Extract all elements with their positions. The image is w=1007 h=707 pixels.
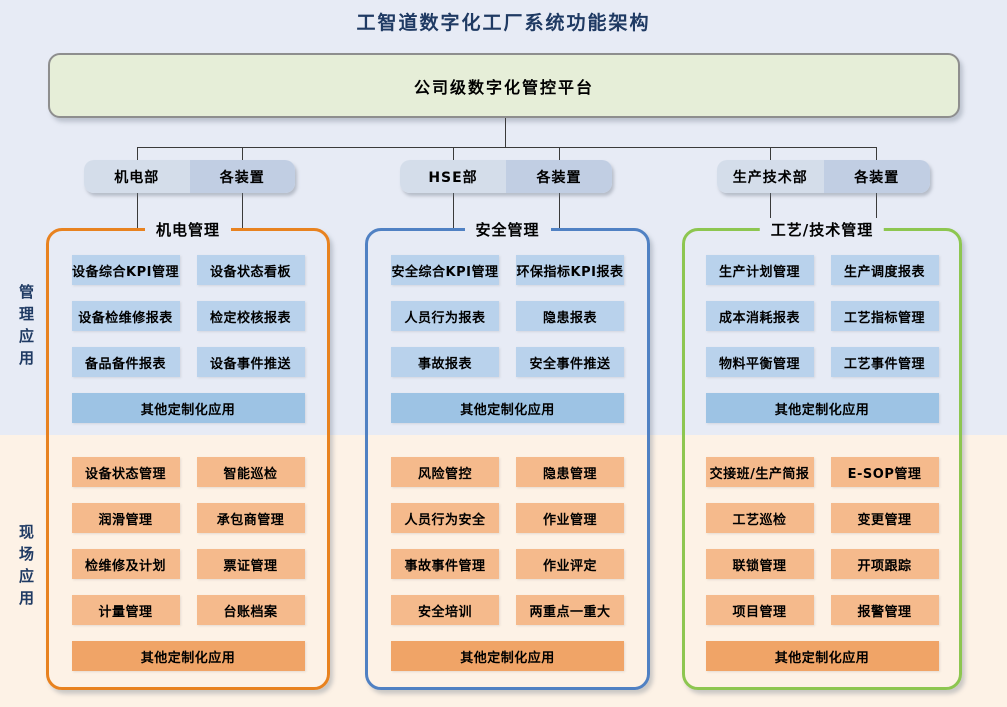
app-box: 人员行为安全 xyxy=(391,503,499,533)
panel-safety-management: 安全管理 安全综合KPI管理 环保指标KPI报表 人员行为报表 隐患报表 事故报… xyxy=(365,218,650,690)
app-box: 成本消耗报表 xyxy=(705,301,814,331)
department-box: 机电部 xyxy=(84,160,190,193)
app-box: 票证管理 xyxy=(196,549,305,579)
connector-drop xyxy=(770,193,771,228)
other-custom-apps-box: 其他定制化应用 xyxy=(705,641,939,671)
app-box: 开项跟踪 xyxy=(830,549,939,579)
field-apps-grid: 交接班/生产简报 E-SOP管理 工艺巡检 变更管理 联锁管理 开项跟踪 项目管… xyxy=(685,457,959,671)
app-box: 安全事件推送 xyxy=(516,347,624,377)
app-box: 报警管理 xyxy=(830,595,939,625)
field-applications-label: 现场应用 xyxy=(17,524,35,612)
connector-drop xyxy=(876,193,877,228)
panel-header: 机电管理 xyxy=(144,218,232,242)
panel-header: 工艺/技术管理 xyxy=(759,218,885,242)
unit-box: 各装置 xyxy=(823,160,930,193)
app-box: 作业管理 xyxy=(516,503,624,533)
app-box: 检定校核报表 xyxy=(196,301,305,331)
field-apps-grid: 设备状态管理 智能巡检 润滑管理 承包商管理 检维修及计划 票证管理 计量管理 … xyxy=(49,457,327,671)
app-box: 设备检维修报表 xyxy=(71,301,180,331)
other-custom-apps-box: 其他定制化应用 xyxy=(71,641,305,671)
app-box: 作业评定 xyxy=(516,549,624,579)
connector-horizontal xyxy=(137,147,877,148)
other-custom-apps-box: 其他定制化应用 xyxy=(391,641,624,671)
app-box: 生产调度报表 xyxy=(830,255,939,285)
app-box: 设备状态管理 xyxy=(71,457,180,487)
panel-process-management: 工艺/技术管理 生产计划管理 生产调度报表 成本消耗报表 工艺指标管理 物料平衡… xyxy=(682,218,962,690)
connector-stub xyxy=(770,147,771,160)
app-box: E-SOP管理 xyxy=(830,457,939,487)
app-box: 环保指标KPI报表 xyxy=(516,255,624,285)
other-custom-apps-box: 其他定制化应用 xyxy=(705,393,939,423)
department-pair-production: 生产技术部 各装置 xyxy=(717,160,930,193)
app-box: 联锁管理 xyxy=(705,549,814,579)
app-box: 安全培训 xyxy=(391,595,499,625)
management-apps-grid: 安全综合KPI管理 环保指标KPI报表 人员行为报表 隐患报表 事故报表 安全事… xyxy=(368,255,647,423)
connector-stub xyxy=(137,147,138,160)
app-box: 物料平衡管理 xyxy=(705,347,814,377)
app-box: 台账档案 xyxy=(196,595,305,625)
app-box: 隐患报表 xyxy=(516,301,624,331)
app-box: 两重点一重大 xyxy=(516,595,624,625)
app-box: 检维修及计划 xyxy=(71,549,180,579)
connector-stub xyxy=(453,147,454,160)
connector-drop xyxy=(137,193,138,228)
department-pair-hse: HSE部 各装置 xyxy=(400,160,612,193)
connector-stub xyxy=(876,147,877,160)
department-box: 生产技术部 xyxy=(717,160,824,193)
app-box: 计量管理 xyxy=(71,595,180,625)
field-apps-grid: 风险管控 隐患管理 人员行为安全 作业管理 事故事件管理 作业评定 安全培训 两… xyxy=(368,457,647,671)
other-custom-apps-box: 其他定制化应用 xyxy=(71,393,305,423)
connector-trunk xyxy=(505,118,506,147)
app-box: 智能巡检 xyxy=(196,457,305,487)
management-apps-grid: 设备综合KPI管理 设备状态看板 设备检维修报表 检定校核报表 备品备件报表 设… xyxy=(49,255,327,423)
panel-mechanical-management: 机电管理 设备综合KPI管理 设备状态看板 设备检维修报表 检定校核报表 备品备… xyxy=(46,218,330,690)
app-box: 安全综合KPI管理 xyxy=(391,255,499,285)
app-box: 工艺巡检 xyxy=(705,503,814,533)
app-box: 设备状态看板 xyxy=(196,255,305,285)
page-title: 工智道数字化工厂系统功能架构 xyxy=(356,12,651,34)
app-box: 项目管理 xyxy=(705,595,814,625)
app-box: 交接班/生产简报 xyxy=(705,457,814,487)
app-box: 设备事件推送 xyxy=(196,347,305,377)
panel-header: 安全管理 xyxy=(464,218,551,242)
connector-drop xyxy=(242,193,243,228)
management-applications-label: 管理应用 xyxy=(17,284,35,372)
department-pair-mechanical: 机电部 各装置 xyxy=(84,160,295,193)
app-box: 承包商管理 xyxy=(196,503,305,533)
app-box: 设备综合KPI管理 xyxy=(71,255,180,285)
unit-box: 各装置 xyxy=(189,160,295,193)
app-box: 事故事件管理 xyxy=(391,549,499,579)
other-custom-apps-box: 其他定制化应用 xyxy=(391,393,624,423)
connector-stub xyxy=(559,147,560,160)
unit-box: 各装置 xyxy=(506,160,612,193)
app-box: 风险管控 xyxy=(391,457,499,487)
connector-drop xyxy=(453,193,454,228)
app-box: 变更管理 xyxy=(830,503,939,533)
app-box: 事故报表 xyxy=(391,347,499,377)
connector-stub xyxy=(242,147,243,160)
connector-drop xyxy=(559,193,560,228)
app-box: 润滑管理 xyxy=(71,503,180,533)
app-box: 隐患管理 xyxy=(516,457,624,487)
platform-box: 公司级数字化管控平台 xyxy=(48,53,960,118)
management-apps-grid: 生产计划管理 生产调度报表 成本消耗报表 工艺指标管理 物料平衡管理 工艺事件管… xyxy=(685,255,959,423)
app-box: 工艺事件管理 xyxy=(830,347,939,377)
app-box: 生产计划管理 xyxy=(705,255,814,285)
department-box: HSE部 xyxy=(400,160,506,193)
app-box: 人员行为报表 xyxy=(391,301,499,331)
app-box: 工艺指标管理 xyxy=(830,301,939,331)
app-box: 备品备件报表 xyxy=(71,347,180,377)
